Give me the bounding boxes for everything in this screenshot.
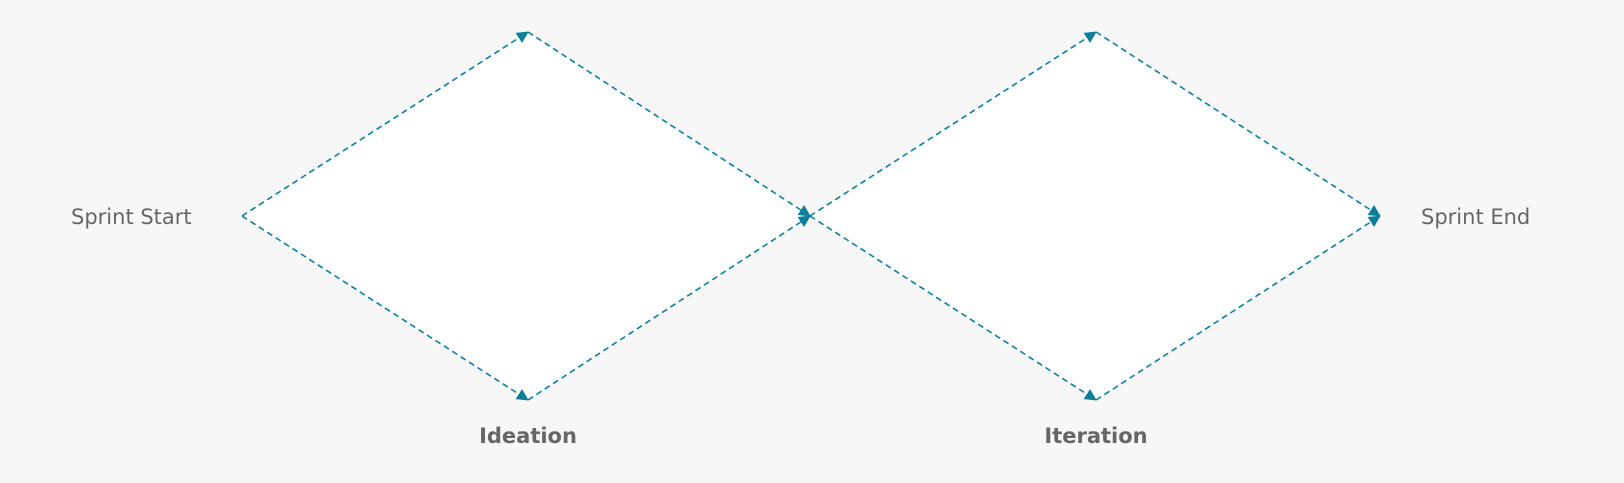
arrow-iteration-top-to-end — [1095, 31, 1381, 217]
sprint-start-label: Sprint Start — [71, 205, 192, 229]
ideation-diamond — [242, 32, 810, 400]
ideation-label: Ideation — [479, 424, 577, 448]
arrow-center-to-iteration-bottom — [809, 215, 1097, 401]
arrow-ideation-top-to-center — [527, 31, 811, 217]
arrow-center-to-iteration-top — [809, 31, 1097, 217]
arrow-ideation-bottom-to-center — [527, 215, 811, 401]
iteration-diamond — [810, 32, 1380, 400]
iteration-label: Iteration — [1044, 424, 1147, 448]
arrow-start-to-ideation-bottom — [241, 215, 529, 401]
sprint-end-label: Sprint End — [1421, 205, 1530, 229]
arrow-start-to-ideation-top — [241, 31, 529, 217]
arrow-iteration-bottom-to-end — [1095, 215, 1381, 401]
